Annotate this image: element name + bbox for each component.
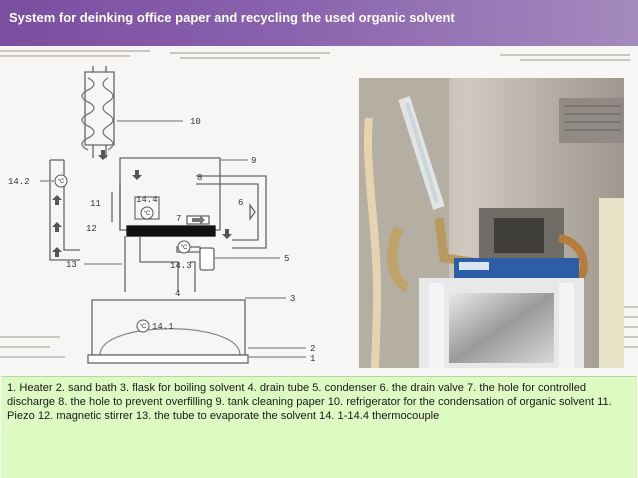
thermocouple-14-3-symbol: °C	[181, 245, 188, 251]
apparatus-photo-drawing	[359, 78, 624, 368]
down-arrow-icon	[222, 229, 232, 239]
up-arrow-icon	[52, 247, 62, 257]
label-10: 10	[190, 117, 201, 127]
thermocouple-14-1-symbol: °C	[140, 324, 147, 330]
label-14-3: 14.3	[170, 261, 192, 271]
label-2: 2	[310, 344, 315, 354]
label-14-2: 14.2	[8, 177, 30, 187]
apparatus-photo	[359, 78, 624, 368]
title-bar: System for deinking office paper and rec…	[0, 0, 638, 46]
label-7: 7	[176, 214, 181, 224]
condenser-coil	[81, 66, 115, 158]
right-arrow-icon	[192, 215, 205, 225]
up-arrow-icon	[52, 195, 62, 205]
down-arrow-icon	[132, 170, 142, 180]
label-1: 1	[310, 354, 315, 364]
thermocouple-14-2-symbol: °C	[58, 179, 65, 185]
legend-caption: 1. Heater 2. sand bath 3. flask for boil…	[7, 382, 612, 422]
thermocouple-14-4-symbol: °C	[144, 211, 151, 217]
label-14-1: 14.1	[152, 322, 174, 332]
label-14-4: 14.4	[136, 195, 158, 205]
label-9: 9	[251, 156, 256, 166]
label-13: 13	[66, 260, 77, 270]
label-8: 8	[197, 173, 202, 183]
up-arrow-icon	[52, 222, 62, 232]
label-11: 11	[90, 199, 101, 209]
label-4: 4	[175, 289, 180, 299]
down-arrow-icon	[98, 150, 108, 160]
label-3: 3	[290, 294, 295, 304]
label-5: 5	[284, 254, 289, 264]
label-12: 12	[86, 224, 97, 234]
slide-title: System for deinking office paper and rec…	[9, 10, 455, 25]
apparatus-diagram: °C °C °C °C 10 9 8 6 7 11 12 13 5 4 3 2 …	[8, 66, 315, 364]
label-6: 6	[238, 198, 243, 208]
caption-box: 1. Heater 2. sand bath 3. flask for boil…	[1, 376, 637, 478]
